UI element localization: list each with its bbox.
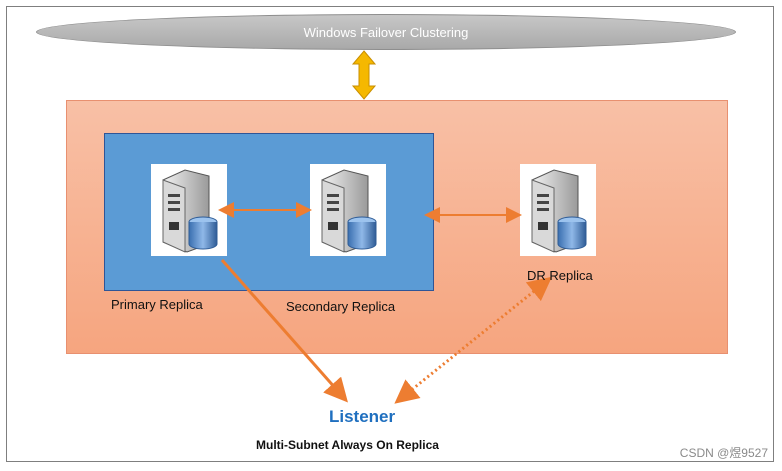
diagram-caption: Multi-Subnet Always On Replica bbox=[256, 438, 439, 452]
secondary-replica-label: Secondary Replica bbox=[286, 299, 396, 314]
dr-replica-label: DR Replica bbox=[527, 268, 593, 283]
primary-replica-label: Primary Replica bbox=[111, 297, 203, 312]
dr-to-listener-dotted-arrow bbox=[394, 276, 553, 404]
listener-label: Listener bbox=[329, 407, 396, 426]
failover-cluster-label: Windows Failover Clustering bbox=[303, 24, 469, 40]
watermark: CSDN @煜9527 bbox=[679, 446, 768, 460]
primary-server-icon bbox=[151, 164, 227, 256]
dr-server-icon bbox=[520, 164, 596, 256]
secondary-server-icon bbox=[310, 164, 386, 256]
primary-to-listener-arrow bbox=[220, 259, 348, 403]
cluster-link-double-arrow bbox=[351, 50, 377, 100]
failover-cluster-banner: Windows Failover Clustering bbox=[36, 14, 736, 50]
